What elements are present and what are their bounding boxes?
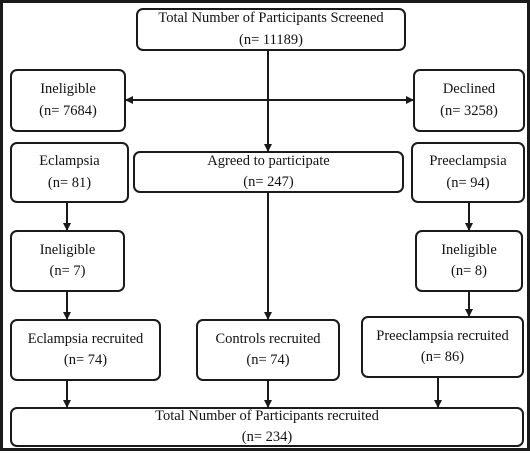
node-title: Preeclampsia recruited xyxy=(376,327,509,344)
node-agreed: Agreed to participate (n= 247) xyxy=(133,151,404,193)
node-preeclampsia-recruited: Preeclampsia recruited (n= 86) xyxy=(361,316,524,378)
node-title: Preeclampsia xyxy=(429,153,507,170)
node-title: Ineligible xyxy=(39,241,96,258)
node-count: (n= 94) xyxy=(446,174,490,191)
node-ineligible-initial: Ineligible (n= 7684) xyxy=(10,69,126,132)
node-title: Ineligible xyxy=(40,81,96,98)
node-ineligible-eclampsia: Ineligible (n= 7) xyxy=(10,230,125,292)
flowchart-edges xyxy=(63,51,473,408)
node-eclampsia: Eclampsia (n= 81) xyxy=(10,142,129,203)
node-count: (n= 234) xyxy=(241,429,293,445)
node-count: (n= 74) xyxy=(63,352,108,368)
node-title: Ineligible xyxy=(441,241,497,258)
node-preeclampsia: Preeclampsia (n= 94) xyxy=(411,142,525,203)
node-title: Total Number of Participants recruited xyxy=(155,407,379,424)
node-total-recruited: Total Number of Participants recruited (… xyxy=(10,407,524,447)
node-count: (n= 86) xyxy=(420,349,465,365)
node-screened: Total Number of Participants Screened (n… xyxy=(136,8,406,51)
node-count: (n= 74) xyxy=(246,352,290,368)
node-count: (n= 7) xyxy=(49,263,86,279)
node-count: (n= 8) xyxy=(451,263,487,279)
node-count: (n= 11189) xyxy=(239,31,303,48)
node-ineligible-preeclampsia: Ineligible (n= 8) xyxy=(415,230,523,292)
node-title: Total Number of Participants Screened xyxy=(158,10,384,27)
node-controls-recruited: Controls recruited (n= 74) xyxy=(196,319,340,381)
node-count: (n= 7684) xyxy=(39,102,97,119)
node-title: Eclampsia xyxy=(39,153,100,170)
node-count: (n= 247) xyxy=(243,174,294,190)
node-title: Declined xyxy=(442,81,496,98)
node-title: Controls recruited xyxy=(215,330,321,347)
node-declined: Declined (n= 3258) xyxy=(413,69,525,132)
node-title: Eclampsia recruited xyxy=(27,330,144,347)
node-eclampsia-recruited: Eclampsia recruited (n= 74) xyxy=(10,319,161,381)
node-count: (n= 3258) xyxy=(440,102,498,119)
node-count: (n= 81) xyxy=(47,174,92,191)
node-title: Agreed to participate xyxy=(207,152,330,169)
